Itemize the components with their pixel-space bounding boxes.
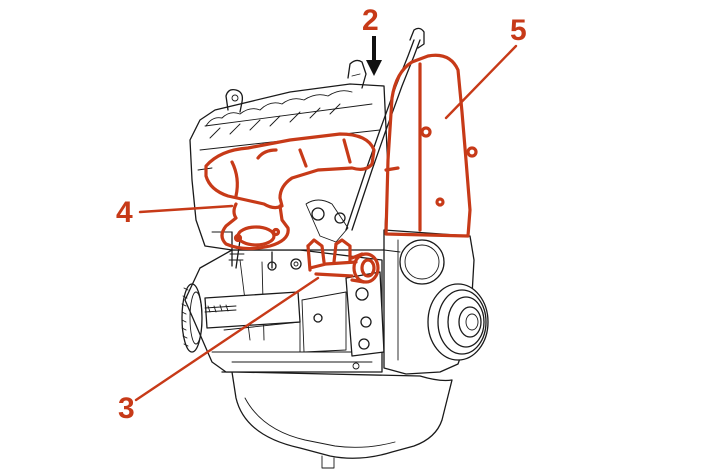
callout-5-leader xyxy=(444,44,518,120)
callout-3-leader xyxy=(134,276,320,402)
callout-5-label: 5 xyxy=(510,14,527,47)
callout-5: 5 xyxy=(444,14,527,120)
down-arrow-icon xyxy=(366,36,382,76)
callout-3: 3 xyxy=(118,276,320,425)
timing-belt-cover-outline xyxy=(384,53,478,238)
intake-manifold-outline xyxy=(204,132,376,210)
callout-4-label: 4 xyxy=(116,196,133,229)
engine-line-art xyxy=(181,27,489,469)
manifold-flange-outline xyxy=(220,202,290,251)
callout-4-leader xyxy=(138,204,234,214)
callout-4: 4 xyxy=(116,196,234,229)
highlighted-components xyxy=(204,53,478,284)
callout-2: 2 xyxy=(362,4,382,76)
callout-2-label: 2 xyxy=(362,4,379,37)
coolant-outlet-outline xyxy=(306,238,380,284)
callout-3-label: 3 xyxy=(118,392,135,425)
